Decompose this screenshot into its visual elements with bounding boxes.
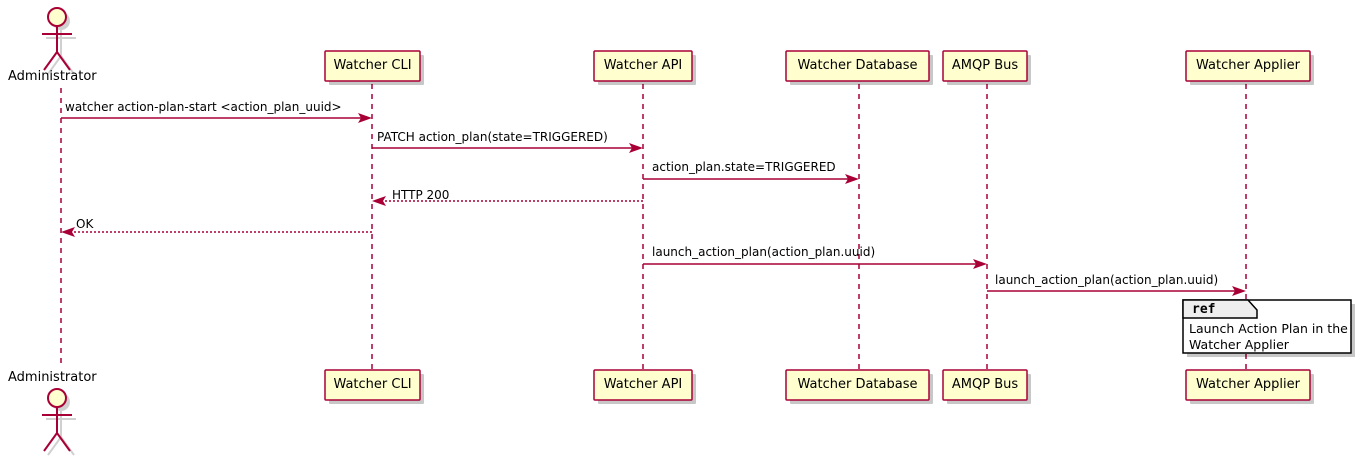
actor-administrator-top bbox=[42, 7, 76, 75]
participant-label-watcher-api-top: Watcher API bbox=[603, 58, 683, 73]
participant-box-watcher-cli-bottom bbox=[324, 369, 424, 404]
participant-box-watcher-api-bottom bbox=[593, 369, 696, 404]
message-arrow-6 bbox=[643, 259, 987, 269]
participant-box-amqp-bus-top bbox=[942, 50, 1031, 85]
participant-label-amqp-bus-top: AMQP Bus bbox=[951, 58, 1019, 73]
actor-label-administrator-top: Administrator bbox=[8, 69, 97, 84]
participant-box-watcher-cli-top bbox=[324, 50, 424, 85]
reference-frame bbox=[1182, 299, 1355, 357]
reference-frame-line2: Watcher Applier bbox=[1189, 337, 1289, 352]
participant-label-watcher-applier-bottom: Watcher Applier bbox=[1196, 377, 1300, 392]
participant-box-watcher-applier-bottom bbox=[1185, 369, 1314, 404]
actor-label-administrator-bottom: Administrator bbox=[8, 370, 97, 385]
participant-label-watcher-database-bottom: Watcher Database bbox=[797, 377, 918, 392]
participant-box-watcher-api-top bbox=[593, 50, 696, 85]
participant-label-watcher-applier-top: Watcher Applier bbox=[1196, 58, 1300, 73]
participant-label-watcher-cli-bottom: Watcher CLI bbox=[333, 377, 412, 392]
actor-administrator-bottom bbox=[42, 388, 76, 456]
participant-box-amqp-bus-bottom bbox=[942, 369, 1031, 404]
message-arrow-5 bbox=[61, 227, 372, 237]
message-arrow-1 bbox=[61, 113, 372, 123]
message-arrow-7 bbox=[987, 286, 1246, 296]
participant-box-watcher-database-bottom bbox=[785, 369, 933, 404]
reference-frame-tag: ref bbox=[1192, 302, 1216, 317]
message-label-3: action_plan.state=TRIGGERED bbox=[652, 160, 836, 174]
participant-label-watcher-database-top: Watcher Database bbox=[797, 58, 918, 73]
participant-box-watcher-applier-top bbox=[1185, 50, 1314, 85]
message-label-5: OK bbox=[76, 217, 94, 231]
message-arrow-3 bbox=[643, 174, 859, 184]
participant-box-watcher-database-top bbox=[785, 50, 933, 85]
message-label-2: PATCH action_plan(state=TRIGGERED) bbox=[377, 130, 608, 144]
message-arrow-2 bbox=[372, 143, 643, 153]
message-label-6: launch_action_plan(action_plan.uuid) bbox=[652, 245, 876, 259]
participant-label-watcher-cli-top: Watcher CLI bbox=[333, 58, 412, 73]
participant-label-amqp-bus-bottom: AMQP Bus bbox=[951, 377, 1019, 392]
message-label-4: HTTP 200 bbox=[392, 188, 450, 202]
message-arrow-4 bbox=[372, 196, 643, 206]
participant-label-watcher-api-bottom: Watcher API bbox=[603, 377, 683, 392]
message-label-1: watcher action-plan-start <action_plan_u… bbox=[65, 100, 342, 114]
reference-frame-line1: Launch Action Plan in the bbox=[1189, 321, 1348, 336]
message-label-7: launch_action_plan(action_plan.uuid) bbox=[995, 273, 1219, 287]
